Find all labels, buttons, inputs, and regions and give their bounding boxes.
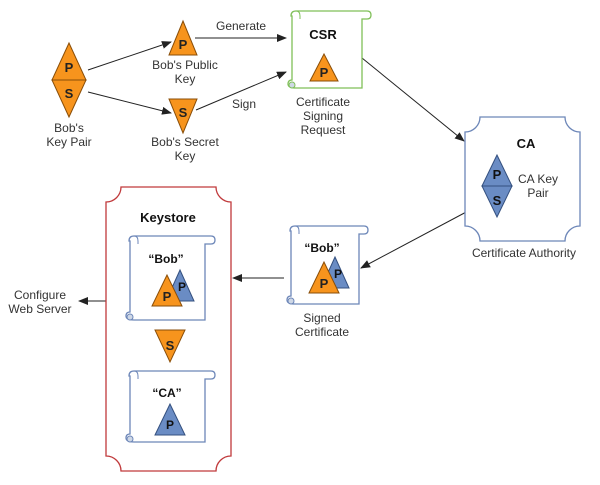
secret-key-letter: S xyxy=(179,105,188,120)
certificate-authority: CA P S CA Key Pair Certificate Authority xyxy=(464,116,581,260)
keystore: Keystore “Bob” P P S “CA” P xyxy=(105,186,232,472)
keystore-bob-front-letter: P xyxy=(163,289,172,304)
key-pair-bottom-letter: S xyxy=(65,86,74,101)
edges: Generate Sign xyxy=(78,19,471,305)
csr-key-letter: P xyxy=(320,65,329,80)
csr-title: CSR xyxy=(309,27,337,42)
keystore-bob-cert-bottom-curl xyxy=(126,313,134,321)
keystore-bob-cert-title: “Bob” xyxy=(148,252,183,266)
signed-cert-back-letter: P xyxy=(334,267,342,281)
keystore-ca-public-key-icon xyxy=(154,402,186,436)
key-pair-secret-half-icon xyxy=(51,79,87,119)
edge-label-generate: Generate xyxy=(216,19,266,33)
public-key-label-1: Bob's Public xyxy=(152,58,218,72)
secret-key-label-2: Key xyxy=(175,149,196,163)
keystore-ca-cert-bottom-curl xyxy=(126,435,134,443)
edge-keypair-to-secret xyxy=(87,91,172,115)
csr-scroll-icon xyxy=(287,10,372,89)
signed-cert-bottom-curl xyxy=(287,297,295,305)
keystore-bob-cert-scroll-icon xyxy=(125,235,216,321)
signed-certificate: “Bob” P P Signed Certificate xyxy=(286,225,369,339)
configure-web-server: Configure Web Server xyxy=(8,288,71,316)
signed-cert-top-curl xyxy=(294,225,300,234)
csr-label-3: Request xyxy=(301,123,346,137)
ca-keypair-label-1: CA Key xyxy=(518,172,558,186)
csr-scroll-bottom-curl xyxy=(288,81,296,89)
ca-bottom-letter: S xyxy=(493,193,502,208)
keystore-bob-back-letter: P xyxy=(178,280,186,294)
ca-caption: Certificate Authority xyxy=(472,246,576,260)
csr-label-1: Certificate xyxy=(296,95,350,109)
ca-title: CA xyxy=(517,136,536,151)
csr-scroll-top-curl xyxy=(295,10,301,19)
ca-top-letter: P xyxy=(493,167,502,182)
bob-public-key: P Bob's Public Key xyxy=(152,19,218,86)
signed-cert-public-key-icon xyxy=(308,260,340,294)
keystore-ca-cert-top-curl xyxy=(133,370,139,379)
secret-key-label-1: Bob's Secret xyxy=(151,135,219,149)
configure-label-1: Configure xyxy=(14,288,66,302)
signed-cert-label-2: Certificate xyxy=(295,325,349,339)
public-key-icon xyxy=(168,19,198,56)
signed-cert-label-1: Signed xyxy=(303,311,340,325)
configure-label-2: Web Server xyxy=(8,302,71,316)
edge-label-sign: Sign xyxy=(232,97,256,111)
edge-csr-to-ca xyxy=(361,57,465,142)
keystore-ca-cert-title: “CA” xyxy=(152,386,181,400)
key-pair-label-1: Bob's xyxy=(54,121,84,135)
key-pair-top-letter: P xyxy=(65,60,74,75)
edge-secret-to-csr xyxy=(195,71,287,111)
public-key-label-2: Key xyxy=(175,72,196,86)
secret-key-icon xyxy=(168,98,198,135)
keystore-secret-key-icon xyxy=(154,329,186,364)
csr-scroll: CSR P Certificate Signing Request xyxy=(287,10,372,137)
bob-secret-key: S Bob's Secret Key xyxy=(151,98,219,163)
signed-cert-title: “Bob” xyxy=(304,241,339,255)
signed-cert-front-letter: P xyxy=(320,276,329,291)
bob-key-pair: P S Bob's Key Pair xyxy=(46,41,92,149)
edge-keypair-to-public xyxy=(87,41,172,71)
keystore-ca-cert-letter: P xyxy=(166,418,174,432)
keystore-bob-cert-top-curl xyxy=(133,235,139,244)
key-pair-label-2: Key Pair xyxy=(46,135,91,149)
public-key-letter: P xyxy=(179,37,188,52)
keystore-secret-letter: S xyxy=(166,338,175,353)
csr-label-2: Signing xyxy=(303,109,343,123)
edge-ca-to-signed xyxy=(360,209,471,269)
csr-public-key-icon xyxy=(309,52,339,82)
keystore-bob-public-key-icon xyxy=(151,273,183,307)
keystore-title: Keystore xyxy=(140,210,196,225)
ca-secret-half-icon xyxy=(481,185,513,219)
ca-keypair-label-2: Pair xyxy=(527,186,548,200)
